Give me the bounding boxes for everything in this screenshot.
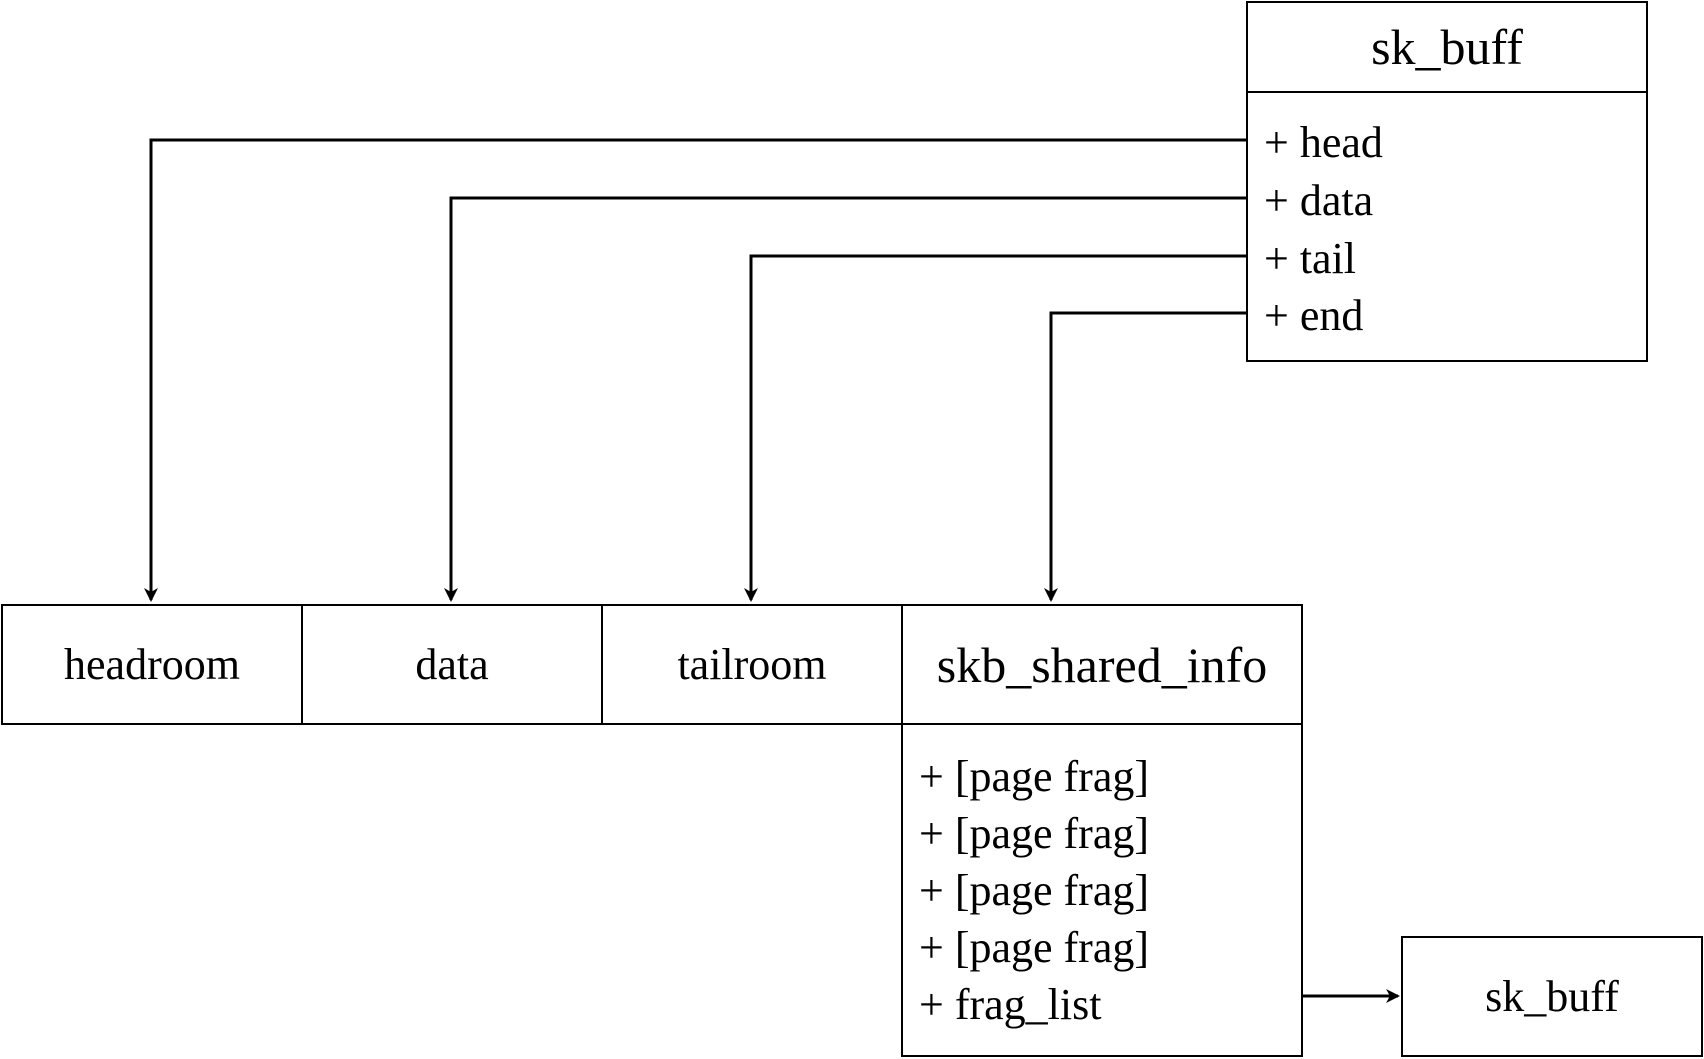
sk-buff-struct-title: sk_buff bbox=[1371, 19, 1523, 75]
shared-info-field-page-frag-3: + [page frag] bbox=[919, 866, 1150, 915]
segment-tailroom: tailroom bbox=[601, 604, 903, 725]
shared-info-field-page-frag-4: + [page frag] bbox=[919, 923, 1150, 972]
shared-info-field-frag-list: + frag_list bbox=[919, 980, 1102, 1029]
sk-buff-struct-box: sk_buff + head + data + tail + end bbox=[1246, 1, 1648, 362]
shared-info-field-page-frag-2: + [page frag] bbox=[919, 809, 1150, 858]
shared-info-field-page-frag-1: + [page frag] bbox=[919, 752, 1150, 801]
skb-shared-info-box: skb_shared_info + [page frag] + [page fr… bbox=[901, 604, 1303, 1057]
segment-data: data bbox=[301, 604, 603, 725]
sk-buff-field-tail: + tail bbox=[1264, 234, 1357, 283]
sk-buff-field-head: + head bbox=[1264, 118, 1383, 167]
sk-buff-field-data: + data bbox=[1264, 176, 1374, 225]
head-pointer-arrow bbox=[144, 138, 1246, 602]
skb-shared-info-title: skb_shared_info bbox=[936, 636, 1268, 693]
sk-buff-struct-header: sk_buff bbox=[1248, 3, 1646, 93]
tail-pointer-arrow bbox=[744, 254, 1246, 602]
skb-shared-info-header: skb_shared_info bbox=[903, 606, 1301, 725]
end-pointer-arrow bbox=[1044, 311, 1246, 602]
data-pointer-arrow bbox=[444, 196, 1246, 602]
segment-headroom: headroom bbox=[1, 604, 303, 725]
next-sk-buff-label: sk_buff bbox=[1485, 972, 1619, 1021]
segment-headroom-label: headroom bbox=[64, 640, 240, 689]
sk-buff-field-end: + end bbox=[1264, 291, 1364, 340]
next-sk-buff-box: sk_buff bbox=[1401, 936, 1703, 1057]
segment-data-label: data bbox=[415, 640, 489, 689]
segment-tailroom-label: tailroom bbox=[677, 640, 827, 689]
